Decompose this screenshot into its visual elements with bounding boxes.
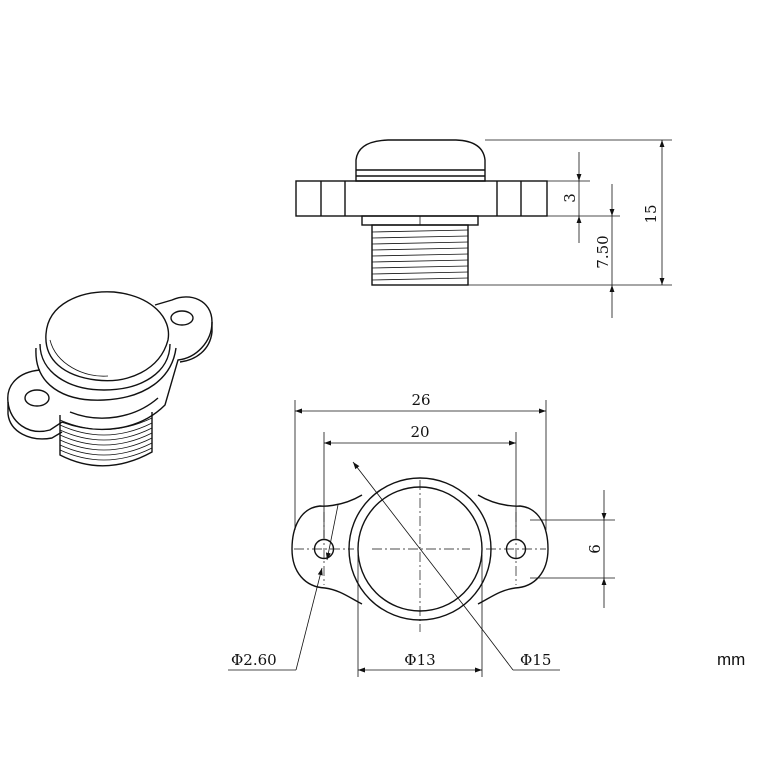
- dim-flange-thickness: 3: [561, 193, 579, 203]
- unit-label: mm: [717, 650, 746, 669]
- top-view: 26 20 6 Φ2.60 Φ13 Φ15: [228, 391, 615, 677]
- iso-cap: [35, 291, 177, 401]
- side-thread-lines: [371, 229, 469, 281]
- iso-flange: [7, 296, 213, 440]
- dim-flange-height: 6: [586, 544, 604, 554]
- dim-total-height: 15: [642, 204, 660, 223]
- dim-outer-diameter: Φ15: [520, 651, 551, 669]
- dim-thread-length: 7.50: [594, 235, 612, 268]
- dim-overall-width: 26: [411, 391, 430, 409]
- iso-thread: [59, 412, 153, 467]
- isometric-view: [7, 291, 213, 467]
- dim-thread-diameter: Φ13: [404, 651, 435, 669]
- dim-hole-diameter: Φ2.60: [231, 651, 277, 669]
- side-view: 3 7.50 15: [295, 139, 672, 318]
- dim-hole-spacing: 20: [410, 423, 429, 441]
